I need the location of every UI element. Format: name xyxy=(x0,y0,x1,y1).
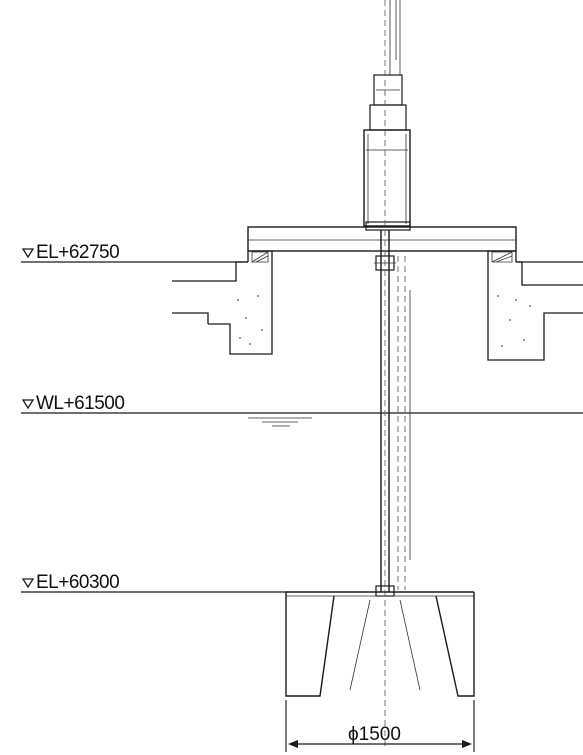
level-marker-top: EL+62750 xyxy=(21,242,583,263)
diameter-label: ϕ1500 xyxy=(348,724,401,745)
impeller-housing xyxy=(285,591,475,697)
level-marker-bottom: EL+60300 xyxy=(21,572,288,593)
diameter-dimension: ϕ1500 xyxy=(285,700,475,752)
drive-motor xyxy=(363,0,411,227)
bottom-elevation-label: EL+60300 xyxy=(36,572,119,593)
platform-slab xyxy=(247,221,517,252)
level-triangle-icon xyxy=(21,399,35,410)
level-marker-water: WL+61500 xyxy=(21,393,583,427)
level-triangle-icon xyxy=(21,248,35,259)
arrow-right-icon xyxy=(462,740,472,748)
agitator-shaft xyxy=(374,0,411,750)
top-elevation-label: EL+62750 xyxy=(36,242,119,263)
left-wall xyxy=(172,250,273,355)
level-triangle-icon xyxy=(21,578,35,589)
right-wall xyxy=(487,250,583,361)
water-level-label: WL+61500 xyxy=(36,393,124,414)
arrow-left-icon xyxy=(288,740,298,748)
